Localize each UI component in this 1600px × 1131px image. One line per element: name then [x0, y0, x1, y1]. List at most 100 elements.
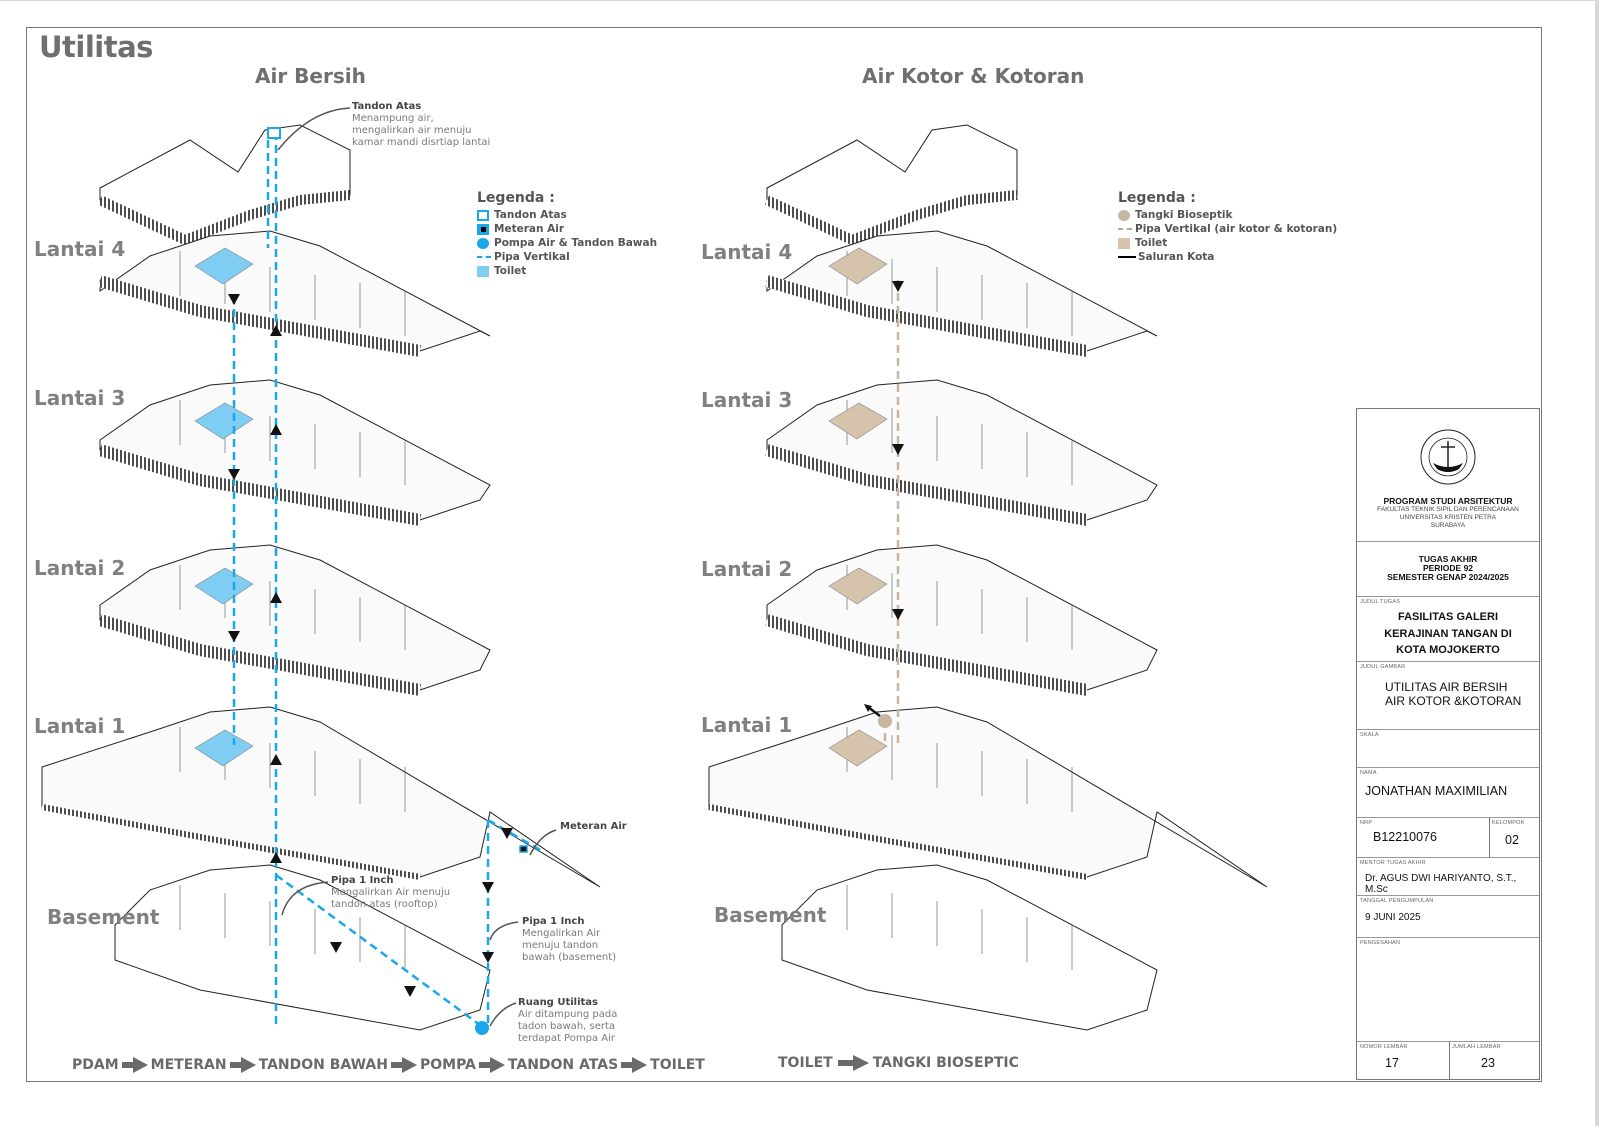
field-label: SKALA — [1360, 732, 1379, 738]
arrow-up-icon — [270, 852, 282, 863]
roof-facade — [764, 190, 1018, 246]
course-semester: SEMESTER GENAP 2024/2025 — [1387, 572, 1509, 582]
nrp-cell: NRP B12210076 KELOMPOK 02 — [1357, 818, 1539, 858]
legend-item: Toilet — [477, 264, 657, 278]
legend-title: Legenda : — [1118, 190, 1196, 206]
floor-label-basement: Basement — [714, 903, 827, 927]
meteran-leader — [529, 829, 557, 856]
facade-hatch — [98, 444, 422, 526]
toilet-area — [194, 729, 254, 767]
toilet-area — [194, 402, 254, 440]
toilet-area — [194, 247, 254, 285]
floor-label-lantai-4: Lantai 4 — [701, 240, 793, 264]
saluran-kota-icon — [1118, 256, 1136, 258]
field-label: NAMA — [1360, 770, 1377, 776]
pipa-vertikal-icon — [1118, 228, 1132, 230]
tandon-atas-icon — [477, 209, 489, 221]
pipe-meter — [487, 818, 541, 852]
note-line: mengalirkan air menuju — [352, 125, 472, 136]
floor-label-lantai-1: Lantai 1 — [34, 714, 126, 738]
tandon-atas-leader — [277, 107, 351, 151]
judul-tugas: FASILITAS GALERI KERAJINAN TANGAN DI KOT… — [1384, 611, 1512, 656]
note-line: kamar mandi disrtiap lantai — [352, 137, 491, 148]
note-tandon-atas: Tandon Atas Menampung air, mengalirkan a… — [352, 101, 490, 149]
legend-item: Toilet — [1118, 236, 1337, 250]
pompa-icon — [475, 1021, 489, 1035]
flow-step: METERAN — [150, 1057, 227, 1073]
roof-facade — [97, 190, 351, 246]
arrow-right-icon — [121, 1056, 149, 1074]
facade-hatch — [765, 444, 1089, 526]
toilet-icon — [1118, 237, 1130, 249]
arrow-down-icon — [892, 444, 904, 455]
note-ruang-utilitas: Ruang Utilitas Air ditampung pada tadon … — [518, 997, 617, 1045]
field-label: NOMOR LEMBAR — [1360, 1044, 1408, 1050]
drawing-frame — [26, 27, 1542, 1082]
facade-hatch — [98, 275, 422, 357]
legend-air-bersih: Legenda : Tandon Atas Meteran Air Pompa … — [477, 190, 657, 278]
legend-air-kotor: Legenda : Tangki Bioseptik Pipa Vertikal… — [1118, 190, 1337, 264]
flow-step: POMPA — [419, 1057, 476, 1073]
flow-step: TANGKI BIOSEPTIC — [872, 1055, 1019, 1071]
tandon-atas-icon — [267, 127, 281, 139]
arrow-down-icon — [228, 631, 240, 642]
floor-label-lantai-1: Lantai 1 — [701, 713, 793, 737]
legend-title: Legenda : — [477, 190, 555, 206]
pipa-up-leader — [281, 881, 329, 916]
note-title: Meteran Air — [560, 821, 627, 832]
arrow-down-icon — [892, 609, 904, 620]
field-label: PENGESAHAN — [1360, 940, 1401, 946]
floor-label-lantai-2: Lantai 2 — [34, 556, 126, 580]
arrow-right-icon — [835, 1054, 871, 1072]
flow-step: TOILET — [778, 1055, 833, 1071]
pengesahan-cell: PENGESAHAN — [1357, 938, 1539, 1042]
arrow-down-icon — [892, 281, 904, 292]
arrow-up-icon — [270, 325, 282, 336]
faculty-name: FAKULTAS TEKNIK SIPIL DAN PERENCANAAN — [1377, 506, 1519, 513]
flow-step: TANDON ATAS — [507, 1057, 619, 1073]
note-pipa-up: Pipa 1 Inch Mengalirkan Air menuju tando… — [331, 875, 450, 911]
course-name: TUGAS AKHIR — [1418, 554, 1478, 564]
arrow-down-icon — [228, 294, 240, 305]
floor-label-lantai-2: Lantai 2 — [701, 557, 793, 581]
city-name: SURABAYA — [1430, 522, 1466, 529]
tangki-bioseptik-icon — [1118, 209, 1130, 221]
legend-item: Tandon Atas — [477, 208, 657, 222]
floor-basement — [114, 864, 491, 1031]
facade-hatch — [41, 804, 421, 880]
toilet-area — [828, 402, 888, 440]
judul-tugas-cell: JUDUL TUGAS FASILITAS GALERI KERAJINAN T… — [1357, 597, 1539, 662]
field-label: TANGGAL PENGUMPULAN — [1360, 898, 1434, 904]
toilet-area — [194, 567, 254, 605]
flow-step: TANDON BAWAH — [258, 1057, 388, 1073]
field-label: KELOMPOK — [1492, 820, 1525, 826]
facade-hatch — [765, 614, 1089, 696]
note-line: menuju tandon — [522, 940, 599, 951]
note-title: Pipa 1 Inch — [522, 916, 585, 927]
nomor-lembar-value: 17 — [1385, 1056, 1399, 1070]
note-title: Pipa 1 Inch — [331, 875, 394, 886]
legend-item: Meteran Air — [477, 222, 657, 236]
judul-gambar-cell: JUDUL GAMBAR UTILITAS AIR BERSIH AIR KOT… — [1357, 662, 1539, 730]
pipa-down-leader — [489, 921, 519, 941]
meteran-air-icon — [477, 223, 489, 235]
floor-label-lantai-3: Lantai 3 — [701, 388, 793, 412]
meteran-air-icon — [519, 845, 528, 853]
lembar-cell: NOMOR LEMBAR 17 JUMLAH LEMBAR 23 — [1357, 1042, 1539, 1080]
arrow-down-icon — [482, 952, 494, 963]
arrow-icon — [864, 704, 872, 712]
legend-item: Saluran Kota — [1118, 250, 1337, 264]
mentor-value: Dr. AGUS DWI HARIYANTO, S.T., M.Sc — [1365, 873, 1517, 895]
field-label: NRP — [1360, 820, 1373, 826]
ruang-utilitas-leader — [489, 1002, 517, 1027]
student-name: JONATHAN MAXIMILIAN — [1365, 784, 1508, 798]
university-logo — [1420, 429, 1476, 485]
note-line: Mengalirkan Air — [522, 928, 601, 939]
field-label: JUDUL GAMBAR — [1360, 664, 1406, 670]
flow-air-kotor: TOILET TANGKI BIOSEPTIC — [778, 1054, 1019, 1072]
facade-hatch — [765, 275, 1089, 357]
arrow-right-icon — [478, 1056, 506, 1074]
note-line: tadon bawah, serta — [518, 1021, 616, 1032]
kelompok-value: 02 — [1505, 833, 1519, 847]
